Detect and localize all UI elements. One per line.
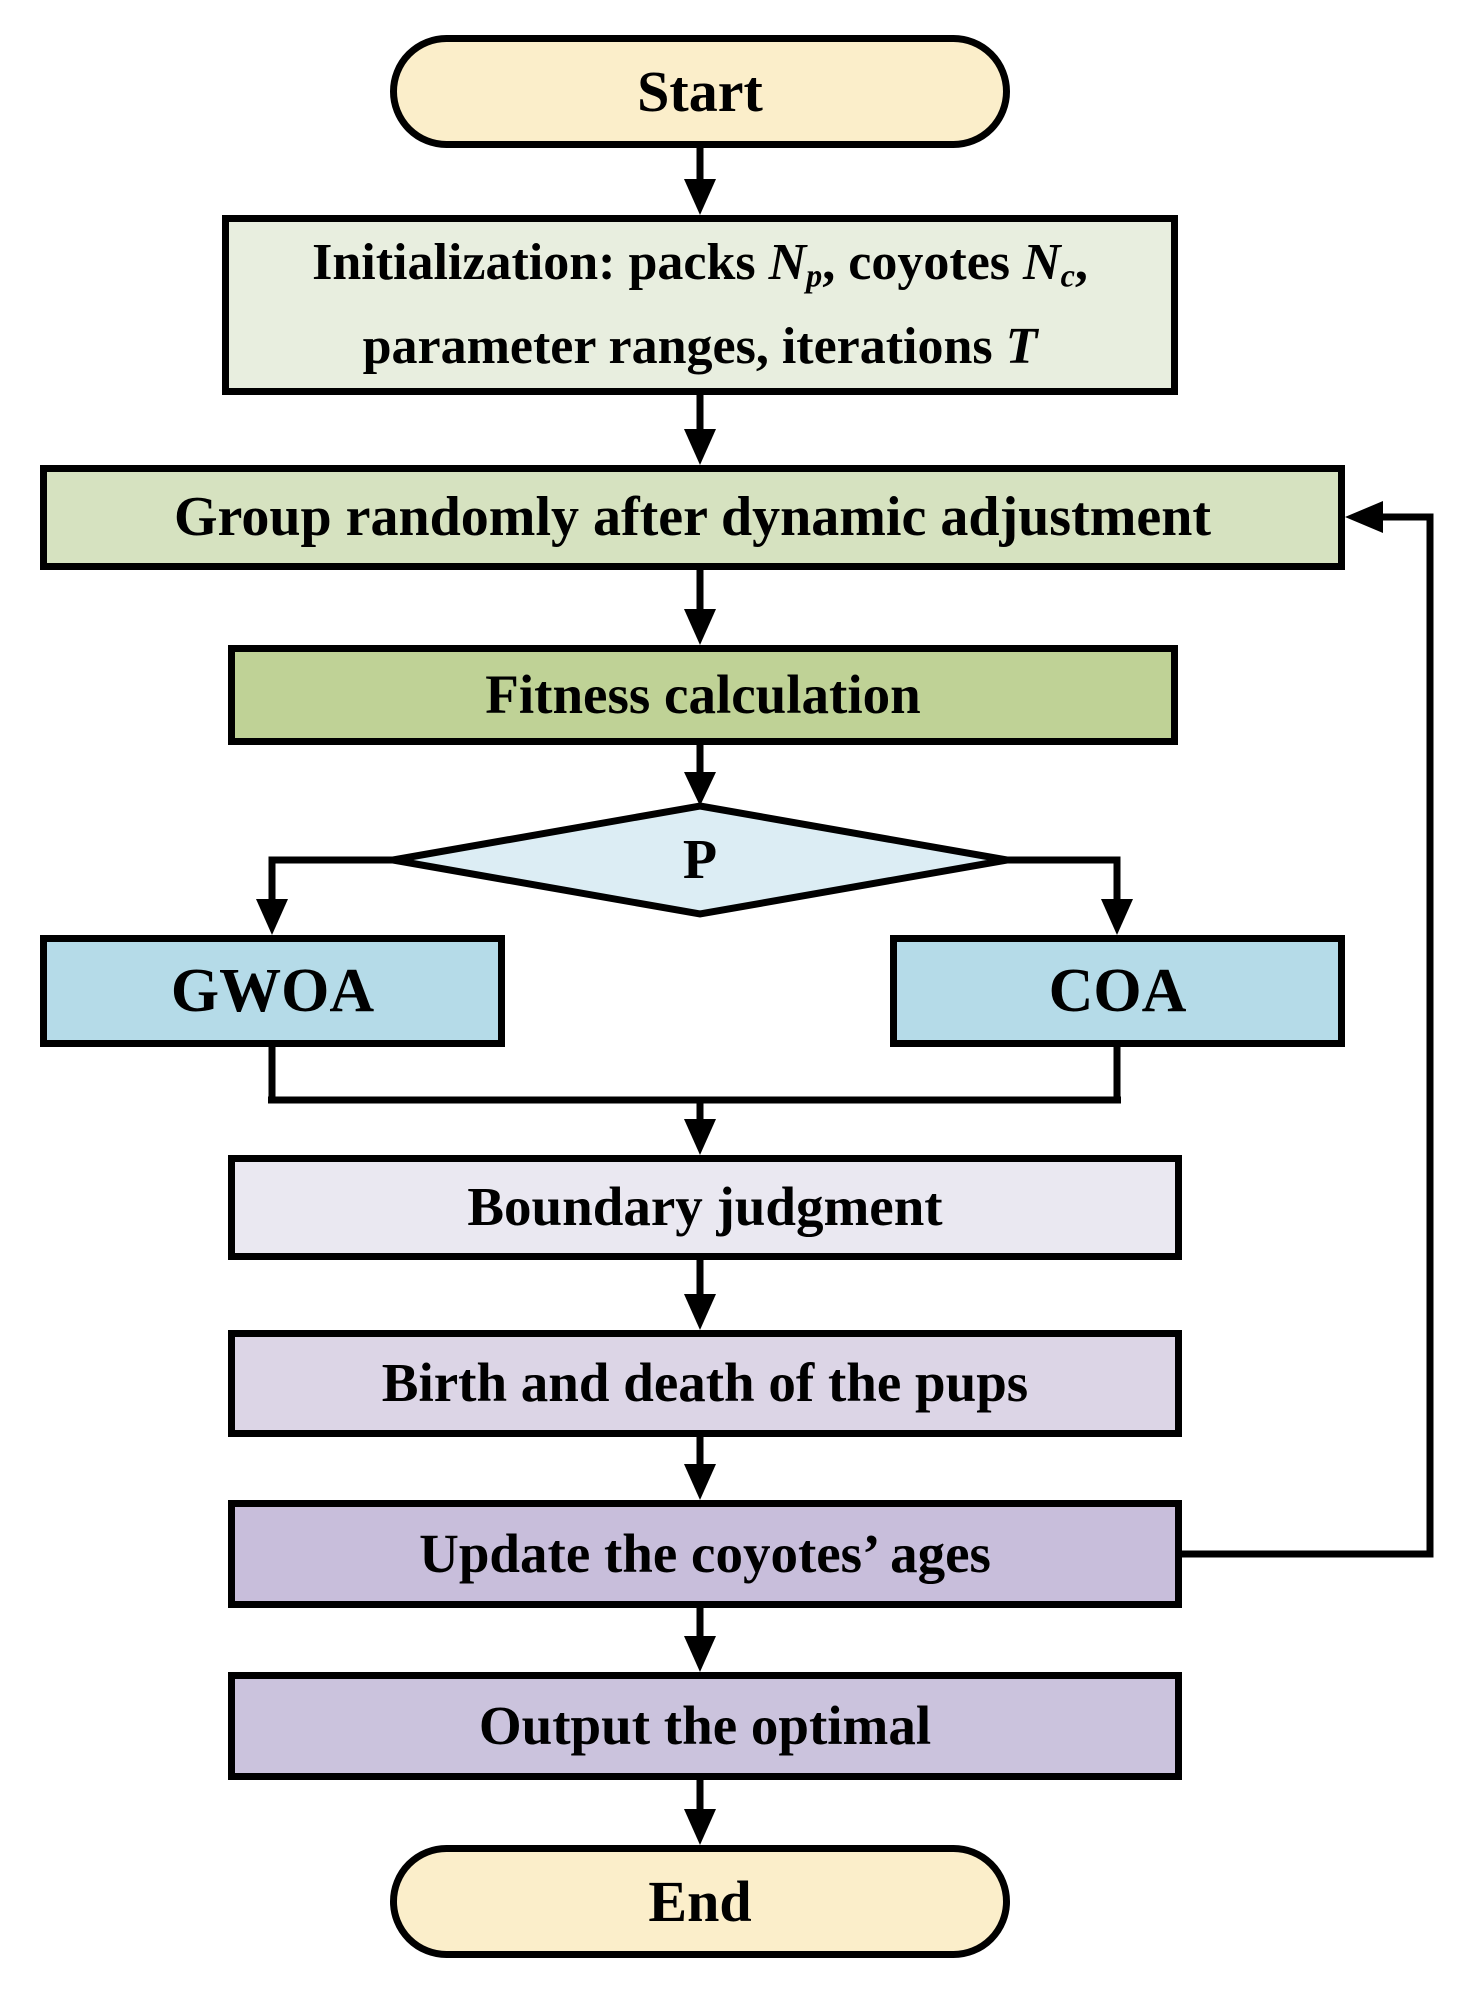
coa-node: COA (890, 935, 1345, 1047)
gwoa-label: GWOA (170, 956, 375, 1025)
initialization-node: Initialization: packs Np, coyotes Nc, pa… (222, 215, 1178, 395)
arrowhead-into-init (684, 179, 716, 215)
end-label: End (648, 1868, 752, 1934)
arrowhead-into-group (684, 429, 716, 465)
boundary-judgment-label: Boundary judgment (467, 1176, 943, 1238)
arrowhead-into-gwoa (256, 899, 288, 935)
boundary-judgment-node: Boundary judgment (228, 1155, 1182, 1260)
arrowhead-into-birth (684, 1294, 716, 1330)
decision-label-container: P (393, 806, 1007, 914)
arrowhead-into-boundary (684, 1119, 716, 1155)
connector-decision-to-coa (1007, 856, 1121, 903)
output-node: Output the optimal (228, 1672, 1182, 1780)
gwoa-node: GWOA (40, 935, 505, 1047)
arrowhead-into-end (684, 1809, 716, 1845)
fitness-label: Fitness calculation (485, 663, 921, 725)
birth-death-node: Birth and death of the pups (228, 1330, 1182, 1437)
start-node: Start (390, 35, 1010, 148)
fitness-node: Fitness calculation (228, 645, 1178, 745)
birth-death-label: Birth and death of the pups (381, 1352, 1029, 1414)
connector-lines (268, 148, 1434, 1813)
initialization-label-line1: Initialization: packs Np, coyotes Nc, (312, 233, 1088, 294)
output-label: Output the optimal (478, 1694, 932, 1756)
arrowhead-into-update (684, 1464, 716, 1500)
initialization-label-line2: parameter ranges, iterations T (362, 318, 1038, 376)
update-ages-node: Update the coyotes’ ages (228, 1500, 1182, 1608)
group-randomly-node: Group randomly after dynamic adjustment (40, 465, 1345, 570)
start-label: Start (637, 58, 763, 124)
arrowhead-into-decision (684, 772, 716, 806)
arrowhead-into-coa (1101, 899, 1133, 935)
update-ages-label: Update the coyotes’ ages (419, 1522, 991, 1584)
coa-label: COA (1048, 956, 1187, 1025)
arrowhead-into-fitness (684, 609, 716, 645)
connector-decision-to-gwoa (268, 856, 393, 903)
connector-feedback-loop (1182, 513, 1434, 1558)
arrowhead-feedback-into-group (1345, 501, 1383, 533)
end-node: End (390, 1845, 1010, 1958)
decision-label: P (682, 829, 718, 891)
group-randomly-label: Group randomly after dynamic adjustment (173, 485, 1212, 548)
decision-diamond (392, 802, 1008, 918)
arrowheads (256, 179, 1383, 1845)
arrowhead-into-output (684, 1636, 716, 1672)
